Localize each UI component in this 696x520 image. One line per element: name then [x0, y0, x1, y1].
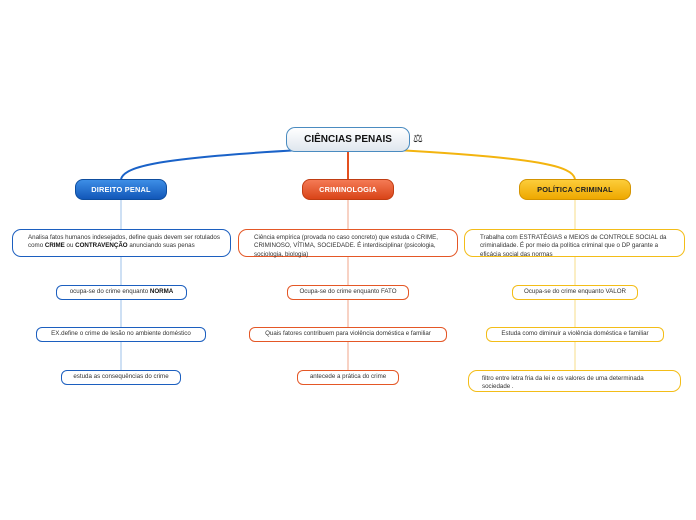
branch-title: POLÍTICA CRIMINAL: [537, 185, 613, 194]
politica-criminal-item-3[interactable]: filtro entre letra fria da lei e os valo…: [468, 370, 681, 392]
scale-icon: ⚖: [413, 133, 423, 145]
link-root-politica-criminal: [395, 149, 576, 180]
item-text: estuda as consequências do crime: [73, 373, 169, 381]
description-text: Ciência empírica (provada no caso concre…: [254, 234, 438, 258]
branch-title: DIREITO PENAL: [91, 185, 151, 194]
branch-politica-criminal[interactable]: POLÍTICA CRIMINAL: [519, 179, 631, 200]
criminologia-item-2[interactable]: Quais fatores contribuem para violência …: [249, 327, 447, 342]
politica-criminal-description[interactable]: Trabalha com ESTRATÉGIAS e MEIOS de CONT…: [464, 229, 685, 258]
item-text: filtro entre letra fria da lei e os valo…: [482, 375, 644, 391]
item-text: Quais fatores contribuem para violência …: [265, 330, 431, 338]
item-text: EX.define o crime de lesão no ambiente d…: [51, 330, 191, 338]
direito-penal-item-2[interactable]: EX.define o crime de lesão no ambiente d…: [36, 327, 206, 342]
link-root-direito-penal: [120, 149, 301, 180]
direito-penal-item-3[interactable]: estuda as consequências do crime: [61, 370, 181, 385]
item-text: ocupa-se do crime enquanto: [69, 288, 149, 296]
branch-title: CRIMINOLOGIA: [319, 185, 377, 194]
direito-penal-description[interactable]: Analisa fatos humanos indesejados, defin…: [12, 229, 231, 257]
description-text: anunciando suas penas: [127, 242, 195, 250]
root-title: CIÊNCIAS PENAIS: [304, 134, 392, 145]
description-text: ou: [64, 242, 76, 250]
description-text: Analisa fatos humanos indesejados, defin…: [28, 234, 220, 250]
item-text: Ocupa-se do crime enquanto FATO: [299, 288, 397, 296]
root-topic[interactable]: CIÊNCIAS PENAIS: [286, 127, 410, 152]
criminologia-item-1[interactable]: Ocupa-se do crime enquanto FATO: [287, 285, 409, 300]
branch-direito-penal[interactable]: DIREITO PENAL: [75, 179, 167, 200]
item-text: antecede a prática do crime: [309, 373, 387, 381]
branch-criminologia[interactable]: CRIMINOLOGIA: [302, 179, 394, 200]
description-text: Trabalha com ESTRATÉGIAS e MEIOS de CONT…: [480, 234, 667, 258]
politica-criminal-item-1[interactable]: Ocupa-se do crime enquanto VALOR: [512, 285, 638, 300]
description-bold-crime: CRIME: [44, 242, 65, 250]
direito-penal-item-1[interactable]: ocupa-se do crime enquanto NORMA: [56, 285, 187, 300]
description-bold-contravencao: CONTRAVENÇÃO: [75, 242, 128, 250]
item-text: Ocupa-se do crime enquanto VALOR: [523, 288, 627, 296]
item-text: Estuda como diminuir a violência domésti…: [501, 330, 649, 338]
item-bold-norma: NORMA: [149, 288, 174, 296]
politica-criminal-item-2[interactable]: Estuda como diminuir a violência domésti…: [486, 327, 664, 342]
criminologia-description[interactable]: Ciência empírica (provada no caso concre…: [238, 229, 458, 258]
criminologia-item-3[interactable]: antecede a prática do crime: [297, 370, 399, 385]
